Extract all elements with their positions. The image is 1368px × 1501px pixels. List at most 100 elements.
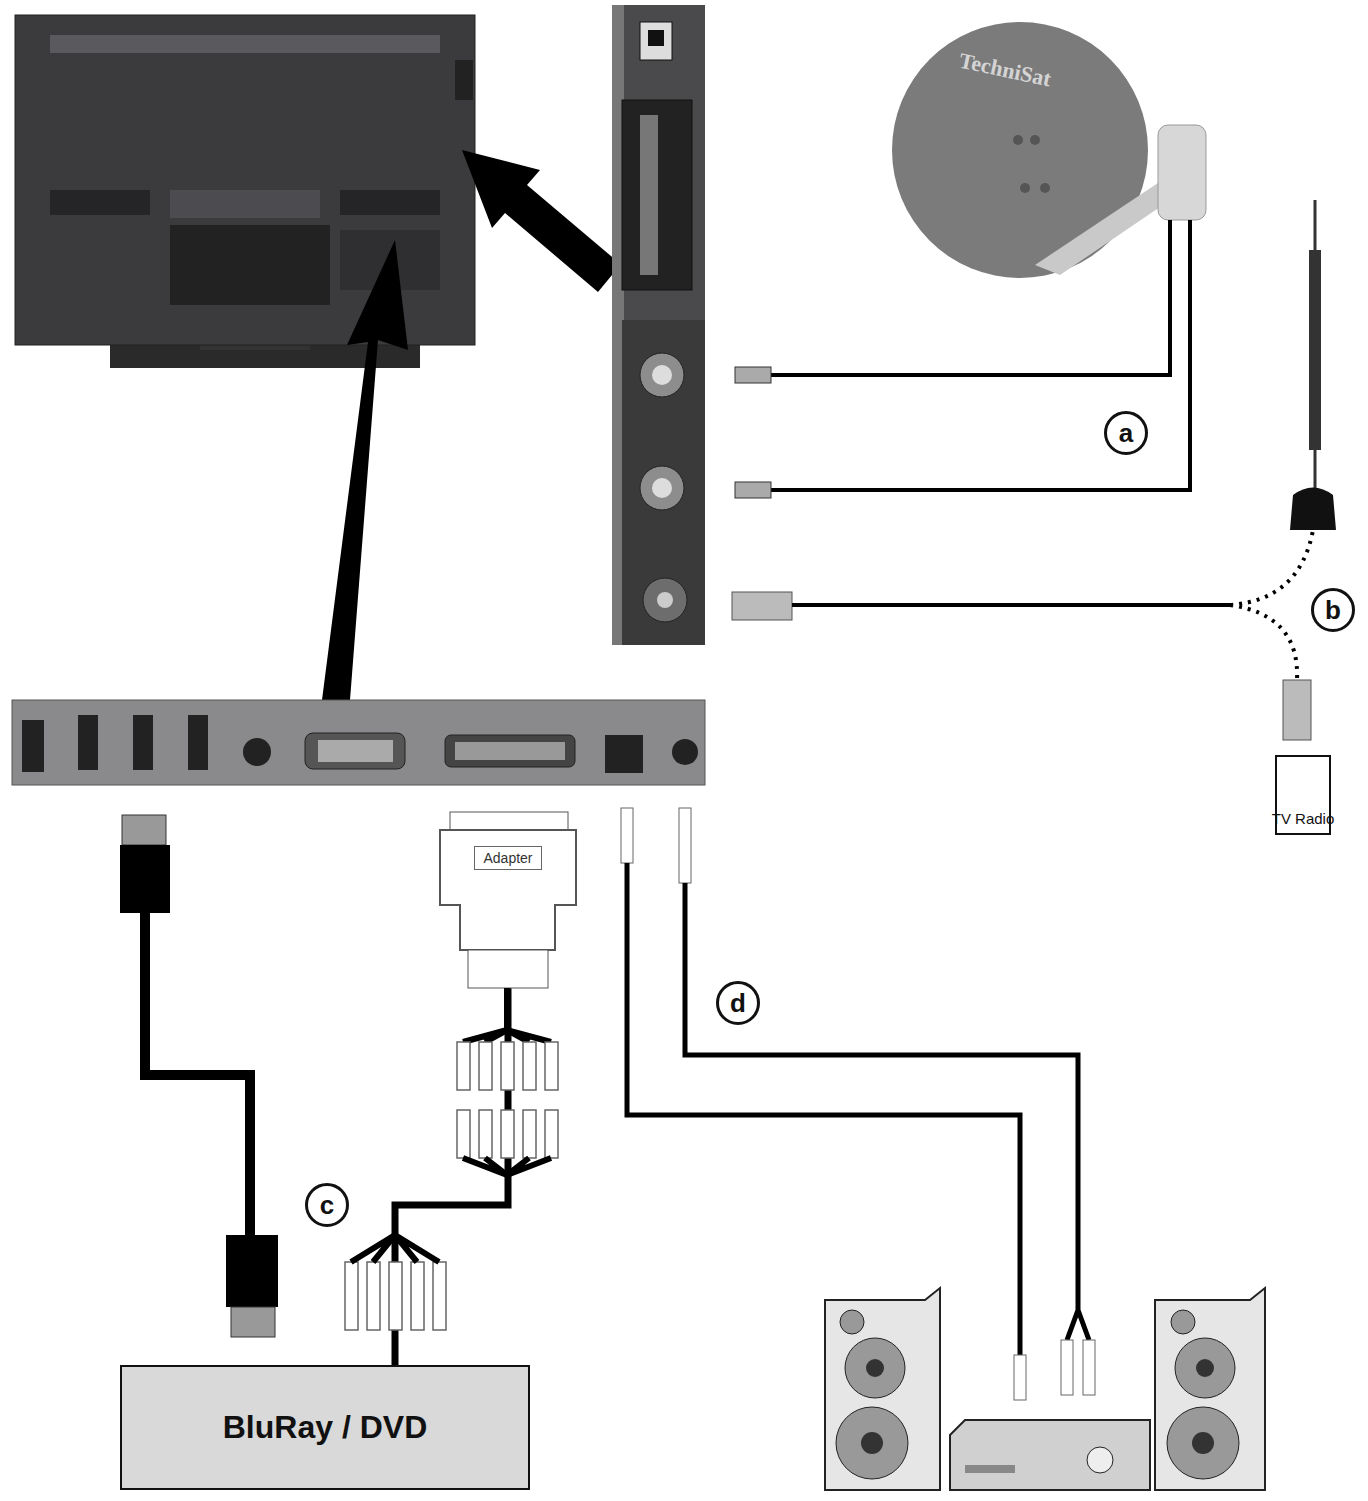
- cable-fan: [351, 1158, 551, 1262]
- optical-port: [640, 22, 672, 60]
- hdmi-plug: [226, 1235, 278, 1307]
- callout-letter: b: [1311, 588, 1355, 632]
- callout-letter: a: [1104, 411, 1148, 455]
- hdmi-plug: [120, 845, 170, 913]
- adapter-pins: [450, 812, 568, 830]
- node-text: Adapter: [474, 846, 541, 870]
- rca-plug: [457, 1042, 470, 1090]
- tv-panel: [340, 190, 440, 215]
- rca-plug: [479, 1110, 492, 1158]
- component-cable: [395, 905, 508, 1365]
- usb-b-port: [605, 735, 643, 773]
- rca-plug: [523, 1110, 536, 1158]
- ci-slot-inner: [640, 115, 658, 275]
- tv-vent: [50, 35, 440, 53]
- f-plug: [735, 367, 771, 383]
- usb-port: [22, 720, 44, 772]
- pointer-arrow: [462, 150, 618, 292]
- scart-port: [445, 735, 575, 767]
- pointer-arrow: [322, 240, 408, 700]
- audio-wire: [627, 863, 1089, 1355]
- scart-port: [455, 742, 565, 760]
- tv-mount: [170, 225, 330, 305]
- hdmi-port: [188, 715, 208, 770]
- pointer-arrows: [322, 150, 618, 700]
- dish-bolt: [1030, 135, 1040, 145]
- f-plug: [735, 482, 771, 498]
- ci-slot: [622, 100, 692, 290]
- speaker-cone: [1175, 1338, 1235, 1398]
- satellite-dish: [735, 22, 1206, 498]
- callout-letter: d: [716, 981, 760, 1025]
- vga-port: [318, 740, 393, 762]
- cable-fan: [463, 988, 551, 1042]
- audio-plug: [679, 808, 691, 883]
- rca-plug: [1083, 1340, 1095, 1395]
- side-panel: [612, 5, 705, 645]
- vga-port: [305, 733, 405, 769]
- node-text: BluRay / DVD: [223, 1409, 427, 1446]
- node-text: TV Radio: [1272, 810, 1335, 827]
- rca-plug: [545, 1110, 558, 1158]
- tv-stand: [110, 340, 420, 368]
- tv-panel: [50, 190, 150, 215]
- tv-body: [15, 15, 475, 345]
- coax-cable: [792, 603, 1230, 607]
- rca-plug: [389, 1262, 402, 1330]
- tv-panel: [170, 190, 320, 218]
- iec-plug: [1283, 680, 1311, 740]
- audio-jack: [243, 738, 271, 766]
- component-cable: [345, 812, 576, 1330]
- brand-label: TechniSat: [943, 43, 1067, 97]
- tv-side-ports: [455, 60, 473, 100]
- dish-bolt: [1013, 135, 1023, 145]
- scart-adapter: Adapter: [440, 830, 576, 905]
- receiver-buttons: [965, 1465, 1015, 1473]
- audio-plug: [621, 808, 633, 863]
- f-connector: [640, 353, 684, 397]
- optical-port: [648, 30, 664, 46]
- rca-plug: [411, 1262, 424, 1330]
- speaker: [1155, 1288, 1265, 1490]
- rca-plug: [545, 1042, 558, 1090]
- hdmi-cable: [120, 815, 278, 1337]
- f-connector: [640, 466, 684, 510]
- rca-plugs: [345, 1042, 558, 1330]
- antenna-cable: [732, 530, 1326, 791]
- panel-body: [12, 700, 705, 785]
- speaker: [825, 1288, 940, 1490]
- hdmi-port: [133, 715, 153, 770]
- antenna-base: [1290, 488, 1336, 531]
- hdmi-port: [78, 715, 98, 770]
- rca-plug: [345, 1262, 358, 1330]
- dish-arm: [1035, 175, 1185, 275]
- hdmi-wire: [145, 912, 250, 1235]
- rca-plug: [479, 1042, 492, 1090]
- antenna-rod: [1314, 200, 1317, 495]
- audio-jack: [672, 739, 698, 765]
- panel-body: [612, 5, 705, 645]
- tv-back: [15, 15, 475, 368]
- audio-cable: [621, 808, 1095, 1400]
- rca-plug: [457, 1110, 470, 1158]
- tv-stand-neck: [200, 320, 310, 350]
- speaker-cone: [861, 1432, 883, 1454]
- dotted-cable: [1230, 530, 1313, 680]
- hdmi-plug-tip: [231, 1307, 275, 1337]
- antenna-coil: [1309, 250, 1321, 450]
- speaker-cone: [1192, 1432, 1214, 1454]
- speaker-tweeter: [840, 1310, 864, 1334]
- dish-bolt: [1020, 183, 1030, 193]
- iec-connector: [657, 592, 673, 608]
- antenna: [1290, 200, 1336, 530]
- rca-plug: [367, 1262, 380, 1330]
- panel-edge: [612, 5, 624, 645]
- hdmi-plug-tip: [122, 815, 166, 845]
- adapter-neck: [468, 950, 548, 988]
- panel-lower: [622, 320, 705, 645]
- bottom-panel: [12, 700, 705, 785]
- speaker-cone: [1167, 1407, 1239, 1479]
- speaker-cone: [845, 1338, 905, 1398]
- stereo-system: [825, 1288, 1265, 1490]
